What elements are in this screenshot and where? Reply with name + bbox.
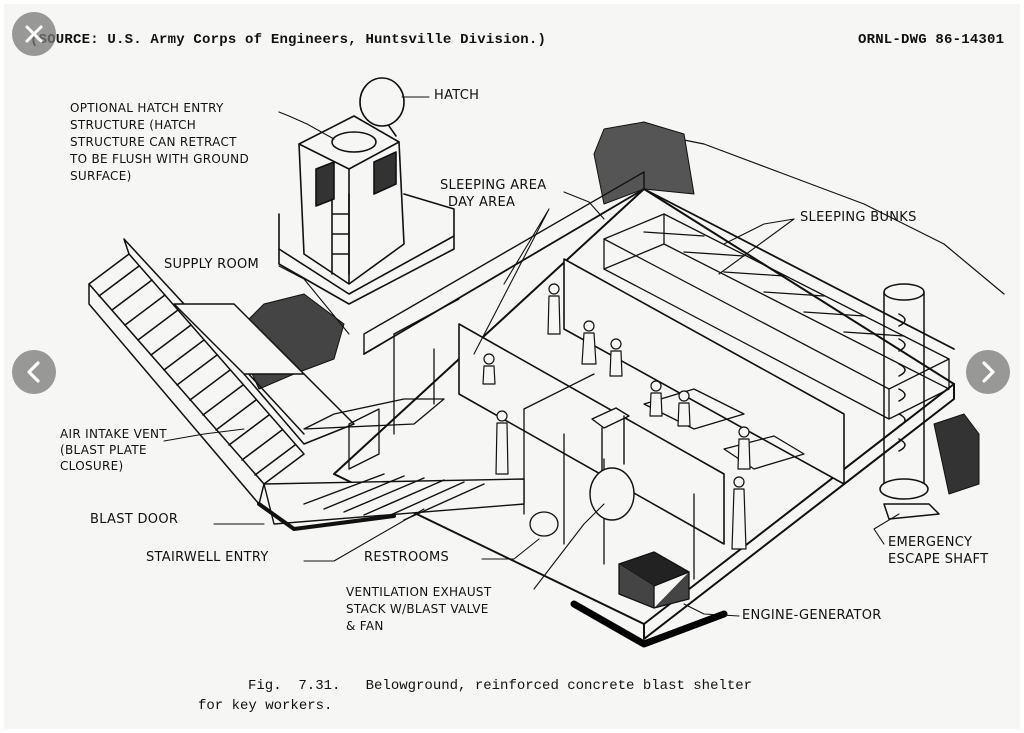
leader-lines	[163, 96, 900, 617]
stairwell-lower	[257, 473, 525, 531]
escape-shaft	[879, 283, 940, 520]
drawing-sheet: (SOURCE: U.S. Army Corps of Engineers, H…	[4, 4, 1020, 729]
label-ventilation: VENTILATION EXHAUST STACK W/BLAST VALVE …	[346, 585, 492, 633]
label-emergency-escape: EMERGENCY ESCAPE SHAFT	[888, 535, 989, 567]
label-stairwell-entry: STAIRWELL ENTRY	[146, 550, 269, 565]
label-sleeping-area: SLEEPING AREA	[440, 178, 547, 193]
staircase	[88, 238, 355, 505]
label-restrooms: RESTROOMS	[364, 550, 450, 565]
chevron-left-icon	[27, 361, 40, 383]
shelter-illustration	[88, 77, 1005, 648]
earth-hatching-right	[933, 413, 980, 495]
figure-caption-line1: Fig. 7.31. Belowground, reinforced concr…	[248, 678, 753, 694]
label-sleeping-bunks: SLEEPING BUNKS	[800, 210, 917, 225]
partition-wall-long	[563, 258, 845, 485]
previous-image-button[interactable]	[12, 350, 56, 394]
close-button[interactable]	[12, 12, 56, 56]
label-hatch: HATCH	[434, 88, 480, 103]
label-blast-door: BLAST DOOR	[90, 512, 179, 527]
hatch-tower	[278, 77, 455, 305]
shelter-slab-edge	[643, 383, 955, 640]
source-line: (SOURCE: U.S. Army Corps of Engineers, H…	[30, 32, 547, 48]
air-intake-vent	[303, 398, 445, 430]
label-engine-generator: ENGINE-GENERATOR	[742, 608, 882, 623]
ground-line	[643, 131, 1005, 295]
blast-door	[348, 408, 380, 470]
hatch-lid	[359, 77, 405, 127]
label-air-intake: AIR INTAKE VENT (BLAST PLATE CLOSURE)	[60, 427, 167, 473]
restroom-fixture	[529, 511, 559, 537]
people	[482, 283, 751, 550]
drawing-number: ORNL-DWG 86-14301	[858, 32, 1005, 48]
figure-caption-line2: for key workers.	[198, 698, 333, 714]
label-optional-hatch: OPTIONAL HATCH ENTRY STRUCTURE (HATCH ST…	[70, 101, 250, 183]
engine-generator-unit	[618, 551, 690, 609]
shelter-slab-base	[570, 600, 728, 648]
label-supply-room: SUPPLY ROOM	[164, 257, 260, 272]
partition-wall-mid	[458, 323, 725, 545]
next-image-button[interactable]	[966, 350, 1010, 394]
room-partitions	[393, 298, 695, 580]
sleeping-bunks-frame	[603, 213, 950, 420]
close-icon	[25, 25, 43, 43]
chevron-right-icon	[982, 361, 995, 383]
label-day-area: DAY AREA	[448, 195, 516, 210]
earth-hatching-top	[593, 121, 695, 205]
